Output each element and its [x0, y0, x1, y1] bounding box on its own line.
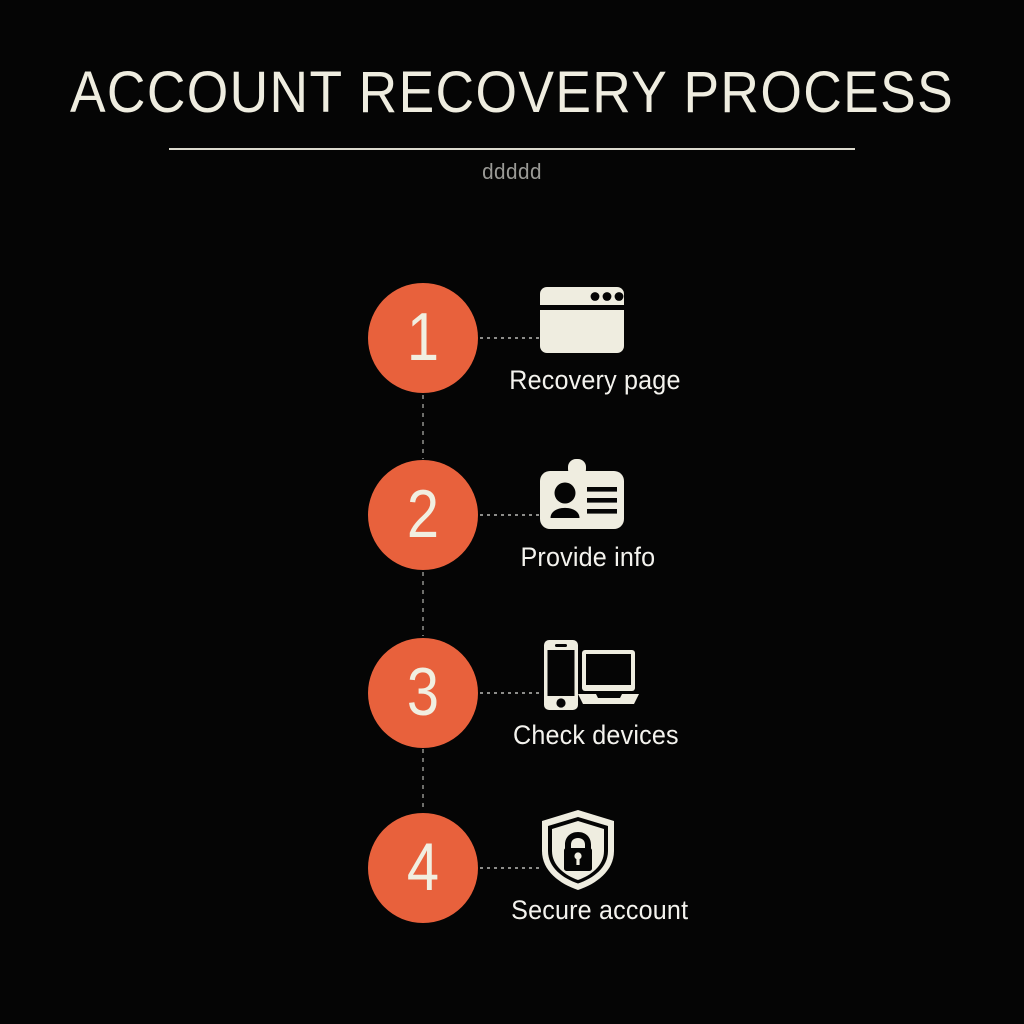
connector-step3-step4 [422, 749, 424, 811]
step-label-4: Secure account [511, 895, 689, 925]
step-number-2: 2 [406, 476, 440, 552]
connector-badge-icon-2 [480, 514, 542, 516]
id-badge-icon [500, 456, 800, 538]
step-label-3: Check devices [513, 720, 679, 750]
phone-laptop-devices-icon [500, 634, 800, 716]
title-divider [169, 148, 855, 150]
page-subtitle: ddddd [482, 159, 542, 184]
process-steps-list: 1 Recovery page 2 [0, 283, 1024, 1003]
step-content-1: Recovery page [500, 279, 800, 395]
browser-window-icon [500, 279, 800, 361]
step-number-3: 3 [406, 654, 440, 730]
shield-lock-icon [500, 809, 800, 891]
step-content-2: Provide info [500, 456, 800, 572]
step-label-1: Recovery page [509, 365, 681, 395]
step-number-badge-1[interactable]: 1 [368, 283, 478, 393]
process-step-2[interactable]: 2 Provide info [0, 459, 1024, 572]
step-number-badge-3[interactable]: 3 [368, 638, 478, 748]
step-content-3: Check devices [500, 634, 800, 750]
step-content-4: Secure account [500, 809, 800, 925]
process-step-1[interactable]: 1 Recovery page [0, 283, 1024, 395]
connector-badge-icon-1 [480, 337, 542, 339]
connector-step1-step2 [422, 395, 424, 459]
connector-badge-icon-4 [480, 867, 542, 869]
header: ACCOUNT RECOVERY PROCESS ddddd [0, 62, 1024, 185]
step-number-badge-4[interactable]: 4 [368, 813, 478, 923]
step-number-4: 4 [406, 829, 440, 905]
step-number-1: 1 [406, 299, 440, 375]
connector-step2-step3 [422, 572, 424, 636]
page-title: ACCOUNT RECOVERY PROCESS [69, 60, 955, 125]
connector-badge-icon-3 [480, 692, 542, 694]
process-step-3[interactable]: 3 [0, 638, 1024, 750]
process-step-4[interactable]: 4 Secure account [0, 810, 1024, 925]
step-label-2: Provide info [520, 542, 656, 572]
step-number-badge-2[interactable]: 2 [368, 460, 478, 570]
